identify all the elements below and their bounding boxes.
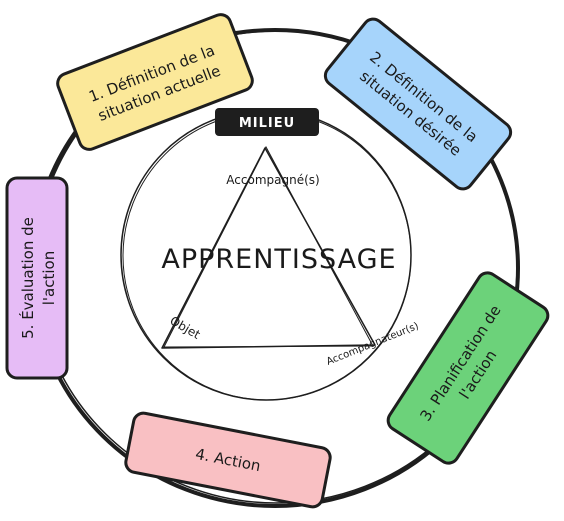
milieu-label-box [215,108,319,136]
step-5-box-bg [5,176,69,380]
step-1-box-bg [56,13,254,151]
apprentissage-title: APPRENTISSAGE [161,244,396,275]
vertex-accompagnateurs: Accompagnateur(s) [325,321,420,368]
milieu-label: MILIEU [239,116,295,131]
step-4-box: 4. Action [124,411,332,509]
step-4-box-bg [124,411,332,509]
step-5-line-1: 5. Évaluation de [18,217,37,339]
didactic-triangle-sketch [163,145,374,348]
step-3-box-bg [386,271,550,465]
step-2-box: 2. Définition de la situation désirée [323,17,513,191]
vertex-objet: Objet [168,313,203,342]
step-5-line-2: l'action [40,251,58,305]
step-3-box: 3. Planification de l'action [386,271,550,465]
step-5-box: 5. Évaluation de l'action [5,176,69,380]
vertex-accompagnes: Accompagné(s) [226,173,319,187]
step-1-box: 1. Définition de la situation actuelle [56,13,254,151]
step-2-box-bg [323,17,513,191]
